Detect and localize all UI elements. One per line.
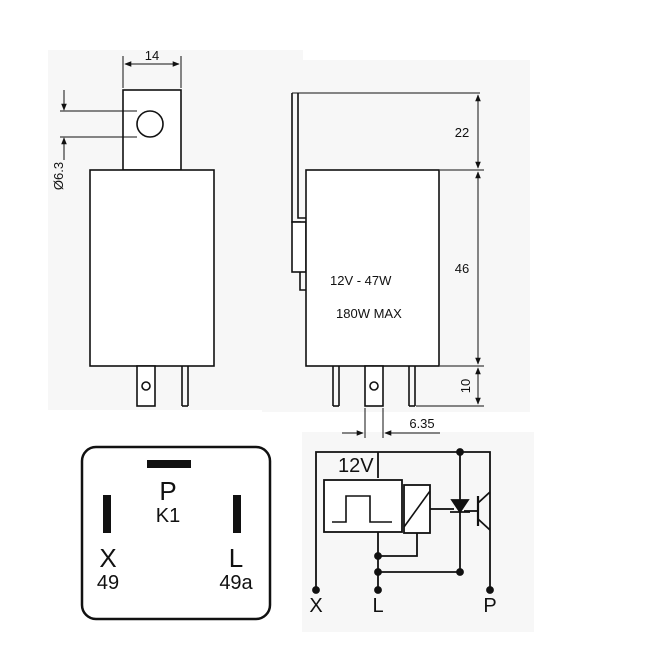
schematic-top-rail xyxy=(315,451,491,590)
schematic-voltage-label: 12V xyxy=(338,455,374,477)
side-body xyxy=(305,169,440,367)
schematic-x-terminal: X xyxy=(309,595,322,617)
pin-layout xyxy=(80,445,272,621)
side-view xyxy=(291,92,484,438)
hole-dimension-label: Ø6.3 xyxy=(51,162,66,190)
diode-symbol xyxy=(450,499,470,514)
mounting-hole xyxy=(136,110,164,138)
pin-x-number: 49 xyxy=(97,572,119,594)
mounting-tab xyxy=(122,89,182,171)
schematic-l-terminal: L xyxy=(372,595,383,617)
pin-width-dimension-label: 6.35 xyxy=(409,416,434,431)
terminal-x-dot xyxy=(312,586,320,594)
pin-dimension-label: 10 xyxy=(458,379,473,393)
top-dimension-label: 22 xyxy=(455,125,469,140)
pin-slot-l xyxy=(233,495,241,533)
terminal-l-dot xyxy=(374,586,382,594)
pin-k1-label: K1 xyxy=(156,505,180,527)
rating-label: 12V - 47W xyxy=(330,273,392,288)
pin-l-number: 49a xyxy=(219,572,253,594)
pin-p-label: P xyxy=(159,476,176,506)
pin-x-label: X xyxy=(99,543,116,573)
pin-slot-x xyxy=(103,495,111,533)
schematic xyxy=(312,448,494,594)
pin-slot-p xyxy=(147,460,191,468)
max-rating-label: 180W MAX xyxy=(336,306,402,321)
terminal-p-dot xyxy=(486,586,494,594)
schematic-p-terminal: P xyxy=(483,595,496,617)
width-dimension-label: 14 xyxy=(145,48,159,63)
pin-l-label: L xyxy=(229,543,243,573)
oscillator-box xyxy=(323,479,403,533)
front-view xyxy=(60,56,215,407)
front-body xyxy=(89,169,215,367)
pin-layout-outline xyxy=(80,445,272,621)
square-wave-symbol xyxy=(332,495,392,523)
body-dimension-label: 46 xyxy=(455,261,469,276)
